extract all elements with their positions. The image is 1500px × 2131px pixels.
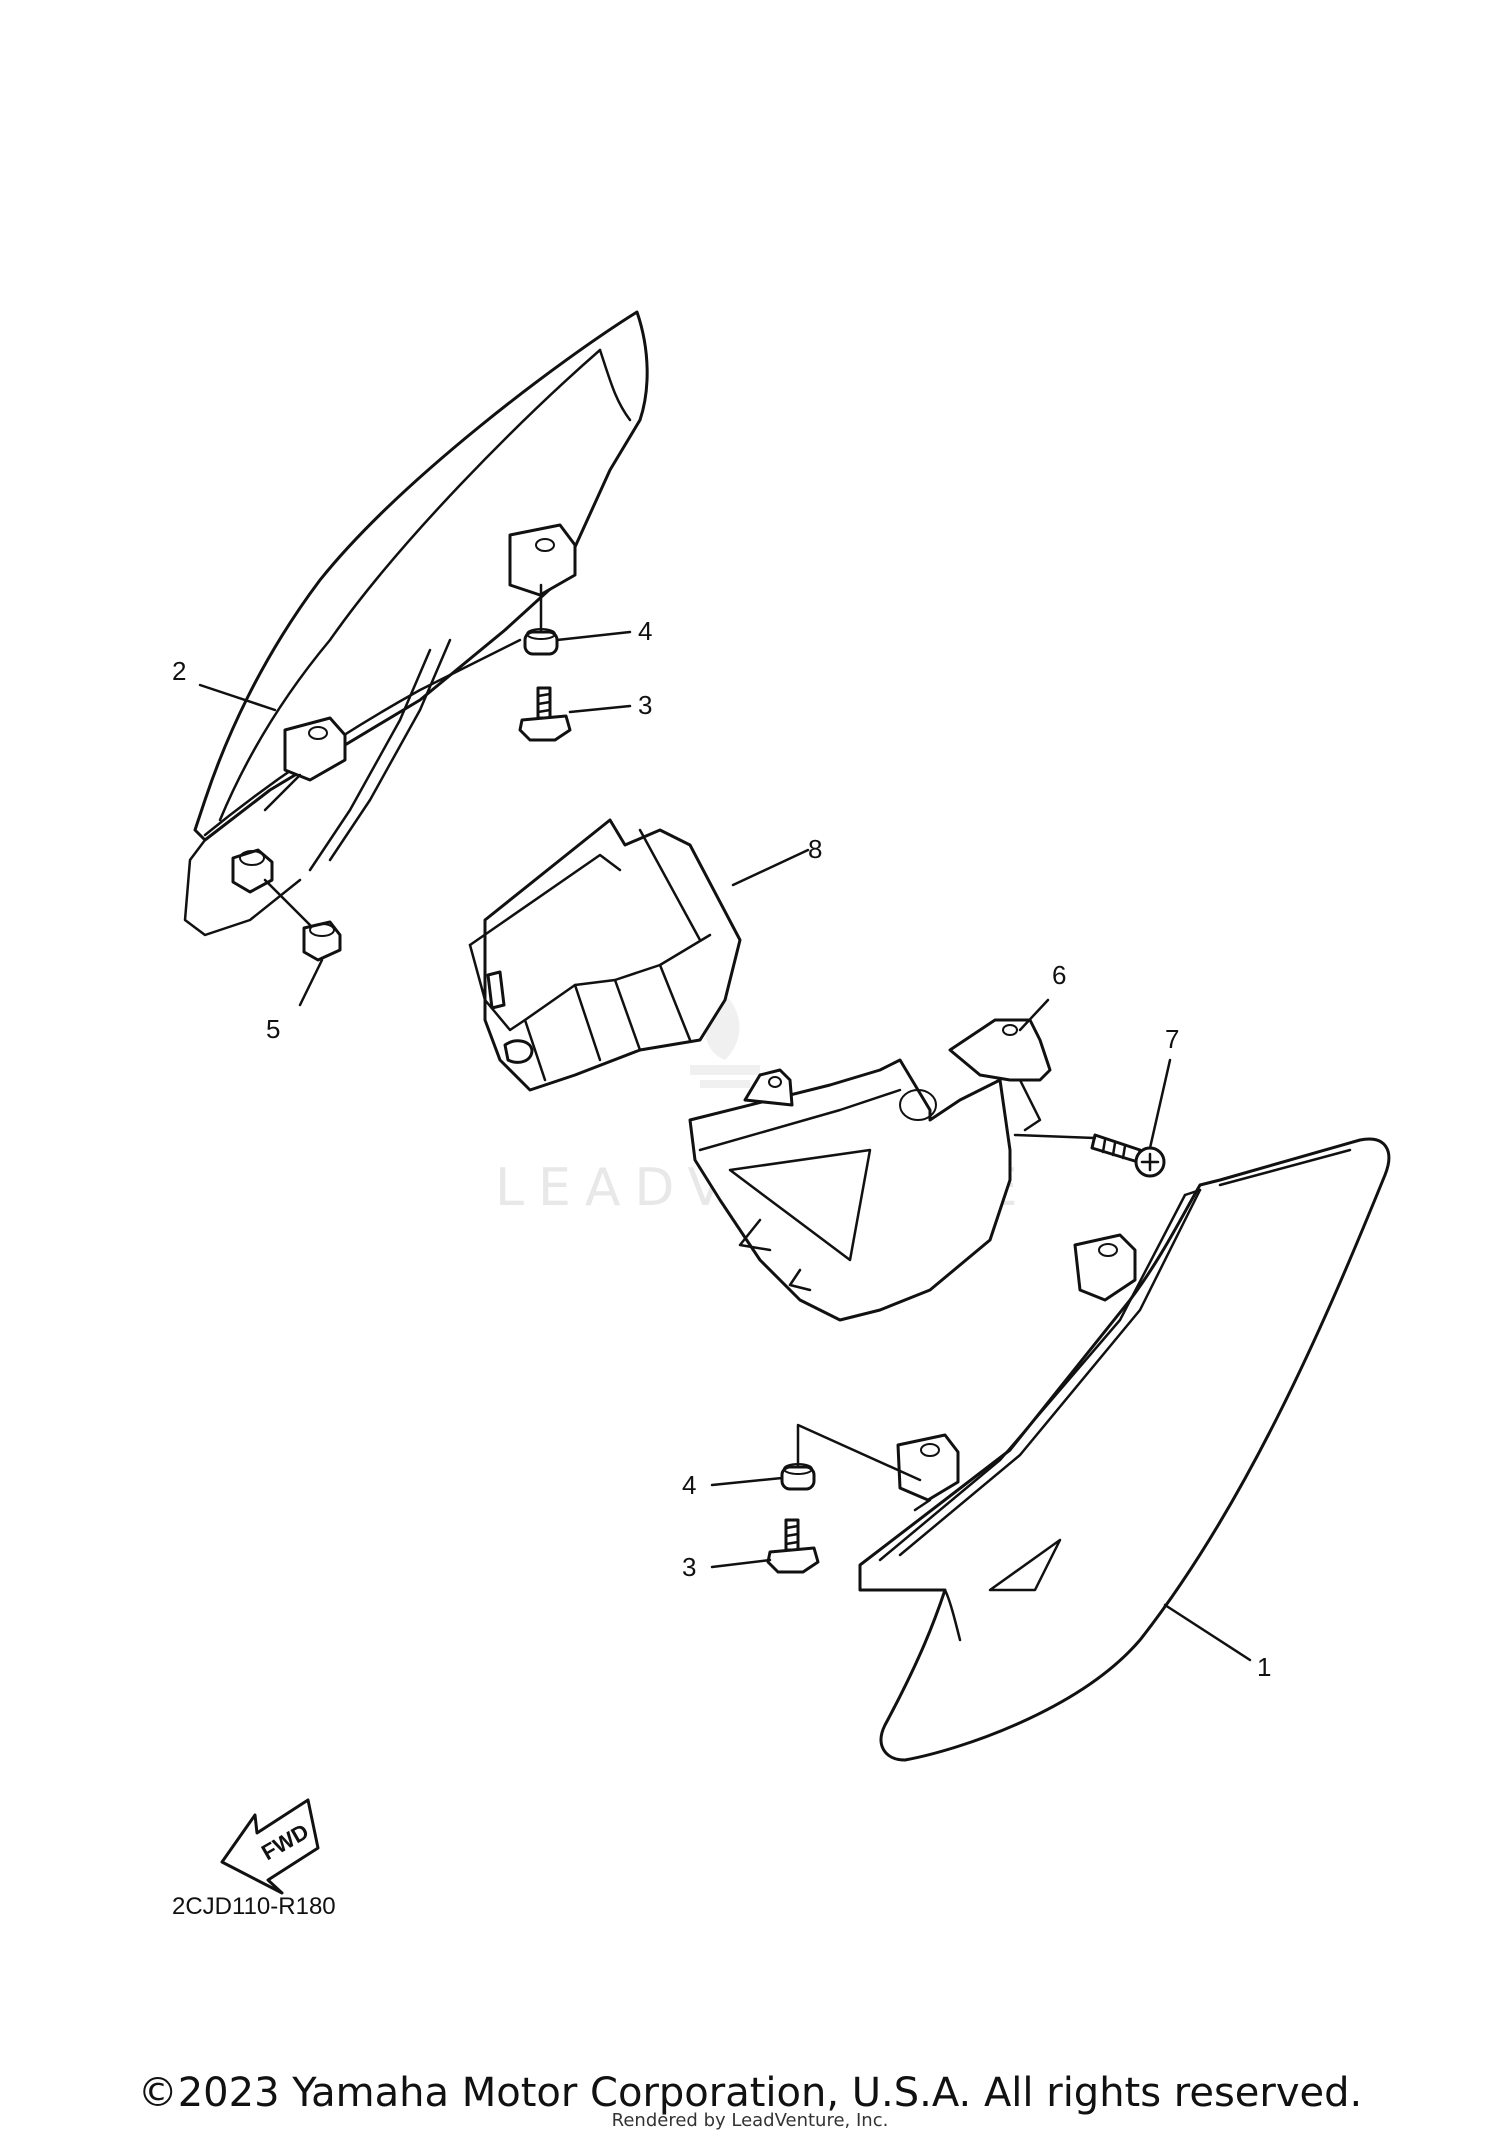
part-3-screw-upper (518, 686, 572, 742)
callout-4-lower: 4 (682, 1470, 696, 1500)
part-7-screw (1090, 1133, 1166, 1178)
part-8-center-box (468, 818, 742, 1092)
callout-8: 8 (808, 834, 822, 864)
part-6-front-cover (688, 1018, 1052, 1322)
callout-6: 6 (1052, 960, 1066, 990)
leader-lines (198, 630, 1252, 1662)
rendered-by-credit: Rendered by LeadVenture, Inc. (611, 2110, 889, 2131)
callout-3-lower: 3 (682, 1552, 696, 1582)
callout-4-upper: 4 (638, 616, 652, 646)
part-2-left-side-cover (183, 310, 649, 937)
callout-2: 2 (172, 656, 186, 686)
callout-3-upper: 3 (638, 690, 652, 720)
callout-7: 7 (1165, 1024, 1179, 1054)
part-3-screw-lower (766, 1518, 820, 1574)
part-5-grommet (302, 920, 342, 962)
callout-1: 1 (1257, 1652, 1271, 1682)
assembly-lines (263, 583, 1097, 1482)
part-1-right-side-cover (858, 1137, 1391, 1762)
diagram-code: 2CJD110-R180 (172, 1893, 336, 1920)
fwd-arrow-icon: FWD (220, 1798, 320, 1895)
callout-5: 5 (266, 1014, 280, 1044)
copyright-notice: ©2023 Yamaha Motor Corporation, U.S.A. A… (137, 2070, 1363, 2116)
